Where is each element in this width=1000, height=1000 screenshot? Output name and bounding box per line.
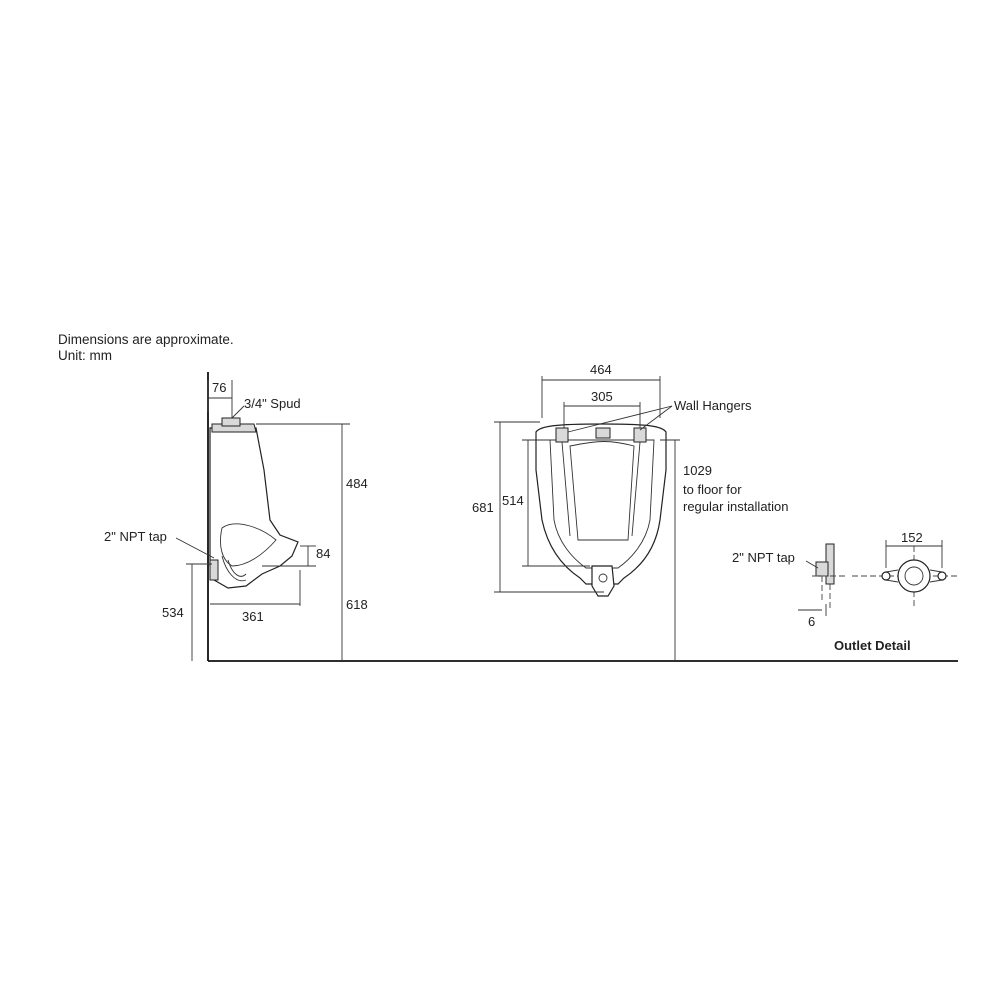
- wall-hanger-left: [555, 427, 569, 443]
- dim-484: 484: [346, 476, 368, 491]
- front-spud: [595, 427, 611, 439]
- dim-534: 534: [162, 605, 184, 620]
- side-npt-tap-label: 2" NPT tap: [104, 529, 167, 544]
- dim-6: 6: [808, 614, 815, 629]
- side-urinal-body: [209, 427, 299, 589]
- wall-hangers-label: Wall Hangers: [674, 398, 752, 413]
- front-outlet-hole: [598, 573, 608, 583]
- spud-label: 3/4" Spud: [244, 396, 301, 411]
- wall-hanger-right: [633, 427, 647, 443]
- dim-618: 618: [346, 597, 368, 612]
- front-urinal-bowl-inner: [569, 441, 635, 541]
- dim-152: 152: [901, 530, 923, 545]
- outlet-flange: [885, 569, 943, 583]
- side-outlet: [209, 559, 219, 581]
- front-urinal-body: [535, 423, 667, 585]
- dim-681: 681: [472, 500, 494, 515]
- side-view: 76 3/4" Spud 484 84 2" NPT tap 534 361 6…: [104, 380, 368, 661]
- side-urinal-bowl: [220, 523, 277, 567]
- unit-text: Unit: mm: [58, 348, 112, 363]
- side-trap-inner: [227, 559, 247, 577]
- floor-note-line3: regular installation: [683, 499, 789, 514]
- outlet-npt-tap-label: 2" NPT tap: [732, 550, 795, 565]
- outlet-ring-outer: [897, 559, 931, 593]
- outlet-detail-fitting: [815, 561, 829, 577]
- front-urinal-bowl: [549, 439, 655, 569]
- dim-76: 76: [212, 380, 226, 395]
- outlet-bolt-right: [937, 571, 947, 581]
- dim-84: 84: [316, 546, 330, 561]
- dim-514: 514: [502, 493, 524, 508]
- outlet-ring-inner: [904, 566, 924, 586]
- outlet-bolt-left: [881, 571, 891, 581]
- dimensions-note: Dimensions are approximate. Unit: mm: [58, 332, 234, 364]
- outlet-detail-title: Outlet Detail: [834, 638, 911, 653]
- dim-305: 305: [591, 389, 613, 404]
- front-view: 464 305 Wall Hangers 681 514 1029 to flo…: [472, 362, 789, 661]
- floor-note-line2: to floor for: [683, 482, 742, 497]
- dim-361: 361: [242, 609, 264, 624]
- dimensions-approx-text: Dimensions are approximate.: [58, 332, 234, 347]
- side-spud: [221, 417, 241, 427]
- side-trap-outline: [221, 555, 247, 582]
- dim-464: 464: [590, 362, 612, 377]
- outlet-detail: 2" NPT tap 6 152 Outlet Detail: [732, 530, 958, 653]
- front-outlet: [591, 565, 615, 597]
- floor-note-1029: 1029: [683, 463, 712, 478]
